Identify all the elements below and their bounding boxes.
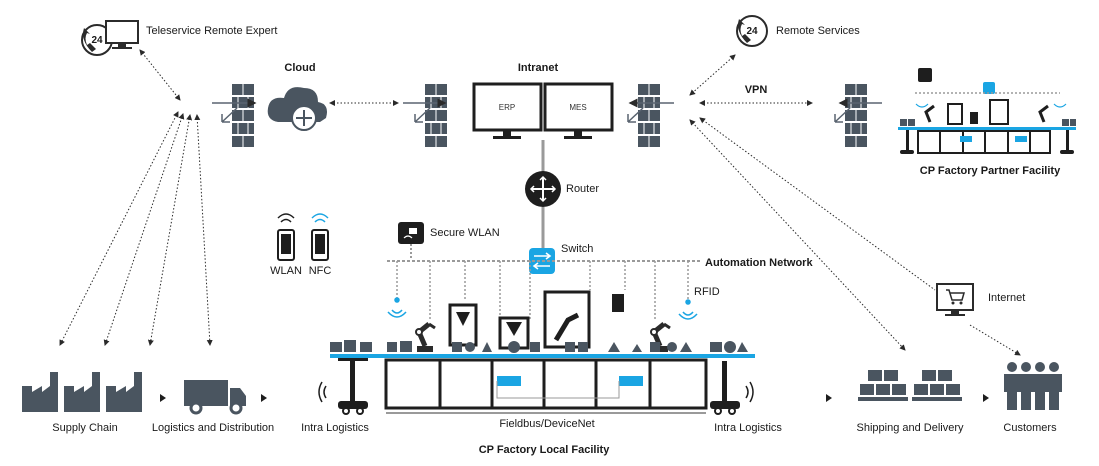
firewall-icon xyxy=(231,83,255,148)
connections xyxy=(59,49,1021,356)
pallet-boxes-icon xyxy=(858,370,962,401)
station-icon xyxy=(448,290,624,350)
smartphone-icon xyxy=(277,229,295,261)
remote-services-label: Remote Services xyxy=(776,25,860,37)
truck-icon xyxy=(184,380,246,415)
router-icon xyxy=(525,171,561,207)
firewall-icon xyxy=(637,83,661,148)
monitor-icon xyxy=(105,20,139,49)
arrow-right-icon xyxy=(261,394,267,402)
supply-chain-label: Supply Chain xyxy=(52,422,118,434)
agv-icon xyxy=(318,358,368,415)
robot-arm-icon xyxy=(416,324,435,352)
secure-wlan-icon xyxy=(398,222,424,244)
factory-icon xyxy=(106,372,142,412)
agv-icon xyxy=(710,354,754,415)
local-facility-label: CP Factory Local Facility xyxy=(478,444,610,456)
phone-24-icon xyxy=(81,24,113,56)
logistics-distribution-label: Logistics and Distribution xyxy=(151,422,275,434)
secure-wlan-label: Secure WLAN xyxy=(430,227,500,239)
customers-label: Customers xyxy=(1003,422,1057,434)
production-line xyxy=(330,354,755,414)
automation-network-label: Automation Network xyxy=(705,257,813,269)
arrow-right-icon xyxy=(160,394,166,402)
vpn-label: VPN xyxy=(744,84,768,96)
factory-icon xyxy=(22,372,58,412)
rfid-label: RFID xyxy=(694,286,720,298)
intra-logistics-left-label: Intra Logistics xyxy=(301,422,369,434)
nfc-label: NFC xyxy=(308,265,332,277)
mes-label: MES xyxy=(569,103,587,112)
people-icon xyxy=(1004,362,1062,410)
partner-facility-illustration xyxy=(898,68,1076,154)
cart-screen-icon xyxy=(936,283,974,316)
switch-label: Switch xyxy=(561,243,594,255)
firewall-icon xyxy=(844,83,868,148)
parts xyxy=(330,340,748,353)
factory-icon xyxy=(64,372,100,412)
firewall-icon xyxy=(424,83,448,148)
wlan-label: WLAN xyxy=(270,265,302,277)
intranet-label: Intranet xyxy=(517,62,559,74)
internet-label: Internet xyxy=(988,292,1026,304)
hotline-number: 24 xyxy=(746,26,758,37)
fieldbus-label: Fieldbus/DeviceNet xyxy=(499,418,595,430)
arrow-right-icon xyxy=(826,394,832,402)
arrow-right-icon xyxy=(983,394,989,402)
erp-label: ERP xyxy=(498,103,516,112)
cloud-icon xyxy=(267,87,327,131)
intra-logistics-right-label: Intra Logistics xyxy=(714,422,782,434)
wifi-icon xyxy=(277,213,295,223)
cloud-label: Cloud xyxy=(284,62,316,74)
hotline-number: 24 xyxy=(91,35,103,46)
shipping-delivery-label: Shipping and Delivery xyxy=(856,422,964,434)
partner-facility-label: CP Factory Partner Facility xyxy=(919,165,1061,177)
wifi-icon xyxy=(311,213,329,223)
teleservice-label: Teleservice Remote Expert xyxy=(146,25,278,37)
erp-screen-icon xyxy=(472,82,543,139)
phone-24-icon xyxy=(736,15,768,47)
smartphone-icon xyxy=(311,229,329,261)
router-label: Router xyxy=(566,183,600,195)
mes-screen-icon xyxy=(543,82,614,139)
